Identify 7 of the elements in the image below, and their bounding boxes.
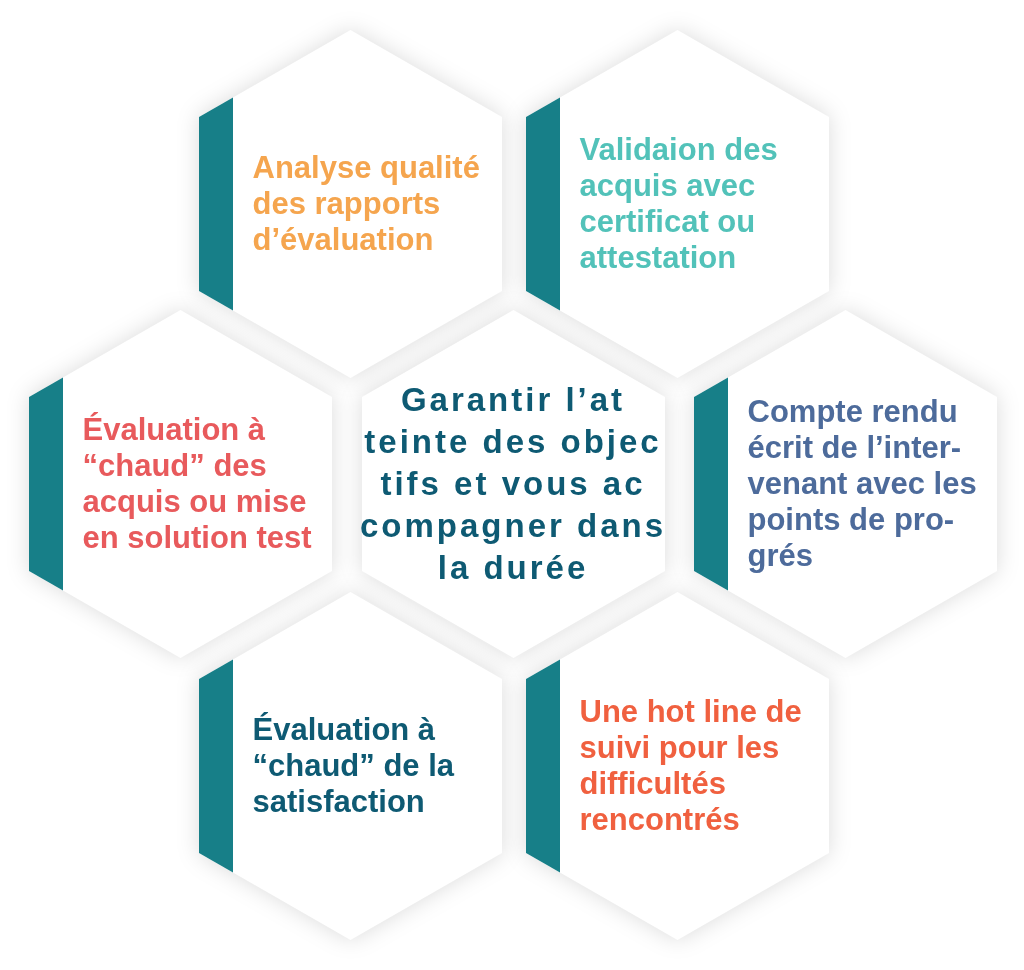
hexagon-text: Compte rendu écrit de l’inter- venant avec les points de pro- grés	[747, 394, 978, 574]
hexagon-text: Analyse qualité des rapports d’évaluation	[252, 150, 481, 258]
hexagon-text: Validaion des acquis avec certificat ou attestation	[579, 132, 779, 276]
hexagon-text: Évaluation à “chaud” de la satisfaction	[252, 712, 456, 820]
hexagon-text: Une hot line de suivi pour les difficultés rencontrés	[579, 694, 803, 838]
hexagon-text: Évaluation à “chaud” des acquis ou mise en solution test	[82, 412, 313, 556]
central-statement: Garantir l’at teinte des objec tifs et vous ac compagner dans la durée	[358, 380, 668, 588]
